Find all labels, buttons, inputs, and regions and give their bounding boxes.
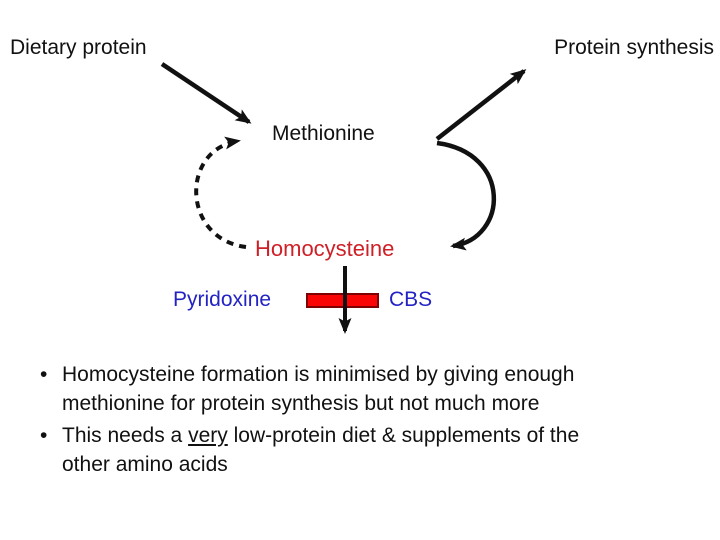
bullet-marker: •	[40, 363, 48, 386]
bullet-segment: other amino acids	[62, 453, 228, 476]
bullet-segment: This needs a	[62, 424, 189, 447]
bullet-item: • Homocysteine formation is minimised by…	[40, 360, 705, 418]
bullet-line: This needs a very low-protein diet & sup…	[62, 421, 705, 450]
methionine-to-protein-synthesis-arrow	[435, 69, 527, 141]
cbs-label: CBS	[389, 288, 433, 311]
dietary-protein-label: Dietary protein	[10, 36, 147, 59]
bullet-text: This needs a very low-protein diet & sup…	[62, 421, 705, 479]
bullet-line: other amino acids	[62, 450, 705, 479]
homocysteine-label: Homocysteine	[255, 236, 395, 261]
bullet-segment: low-protein diet & supplements of the	[227, 424, 580, 447]
bullet-line: Homocysteine formation is minimised by g…	[62, 360, 705, 389]
bullet-segment: methionine for protein synthesis but not…	[62, 392, 540, 415]
methionine-label: Methionine	[272, 122, 375, 145]
bullet-list: • Homocysteine formation is minimised by…	[40, 360, 705, 482]
bullet-underlined-segment: very	[188, 424, 228, 447]
bullet-item: • This needs a very low-protein diet & s…	[40, 421, 705, 479]
bullet-line: methionine for protein synthesis but not…	[62, 389, 705, 418]
cbs-block-bar	[306, 293, 379, 308]
homocysteine-to-methionine-dashed-arrow	[194, 136, 247, 249]
bullet-text: Homocysteine formation is minimised by g…	[62, 360, 705, 418]
bullet-segment: Homocysteine formation is minimised by g…	[62, 363, 575, 386]
dietary-to-methionine-arrow	[160, 62, 252, 124]
bullet-marker: •	[40, 424, 48, 447]
protein-synthesis-label: Protein synthesis	[554, 36, 714, 59]
pyridoxine-label: Pyridoxine	[173, 288, 272, 311]
methionine-to-homocysteine-arrow	[436, 140, 497, 251]
